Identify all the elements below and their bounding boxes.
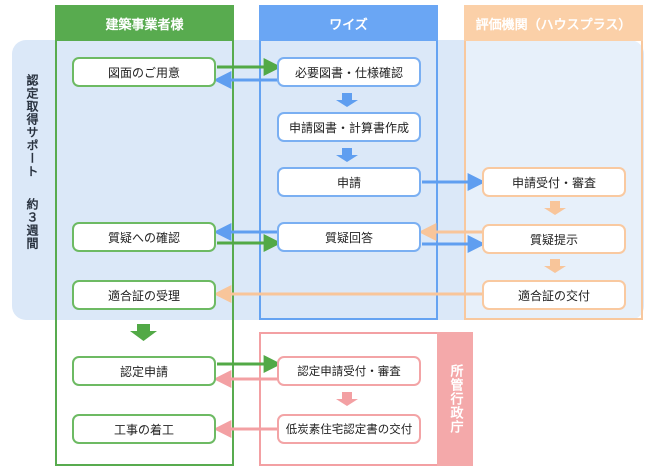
- step-confirm-questions: 質疑への確認: [72, 222, 216, 252]
- down-arrow-eval-2: [544, 259, 566, 273]
- step-issue-certificate: 適合証の交付: [482, 280, 626, 310]
- support-band-title: 認定取得サポート: [25, 74, 39, 178]
- step-admin-receive-review: 認定申請受付・審査: [277, 356, 421, 386]
- step-apply: 申請: [277, 167, 421, 197]
- support-band-duration: 約３週間: [25, 198, 39, 250]
- step-evaluator-receive-review: 申請受付・審査: [482, 167, 626, 197]
- down-arrow-eval-1: [544, 201, 566, 215]
- wise-column-header: ワイズ: [259, 5, 438, 41]
- down-arrow-admin: [336, 392, 358, 406]
- down-arrow-wise-1: [336, 93, 358, 107]
- support-band-label: 認定取得サポート約３週間: [18, 74, 46, 284]
- step-issue-low-carbon-certificate: 低炭素住宅認定書の交付: [277, 414, 421, 444]
- builder-column: 建築事業者様: [55, 5, 234, 466]
- step-apply-certification: 認定申請: [72, 356, 216, 386]
- down-arrow-wise-2: [336, 148, 358, 162]
- step-create-documents: 申請図書・計算書作成: [277, 112, 421, 142]
- step-raise-questions: 質疑提示: [482, 224, 626, 254]
- admin-column-label: 所管行政庁: [437, 332, 473, 466]
- step-check-documents: 必要図書・仕様確認: [277, 57, 421, 87]
- builder-column-header: 建築事業者様: [55, 5, 234, 41]
- evaluator-column-header: 評価機関（ハウスプラス）: [464, 5, 643, 41]
- down-arrow-builder: [130, 324, 157, 341]
- step-start-construction: 工事の着工: [72, 414, 216, 444]
- wise-column: ワイズ: [259, 5, 438, 320]
- step-answer-questions: 質疑回答: [277, 222, 421, 252]
- step-receive-certificate: 適合証の受理: [72, 280, 216, 310]
- step-prepare-drawings: 図面のご用意: [72, 57, 216, 87]
